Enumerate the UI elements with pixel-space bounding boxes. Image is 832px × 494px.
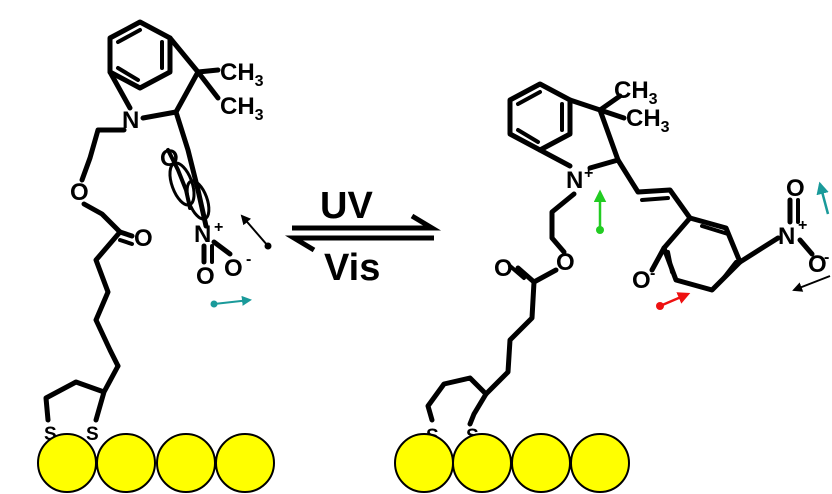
- merocyanine-dipoles: [593, 181, 831, 310]
- svg-text:+: +: [584, 165, 593, 182]
- merocyanine-phenolate-ring: [661, 215, 743, 293]
- svg-text:-: -: [650, 265, 655, 282]
- gold-atom: [215, 433, 275, 493]
- svg-text:+: +: [798, 217, 807, 234]
- merocyanine-benzene-ring: [507, 81, 573, 153]
- merocyanine-nitro-o1: O: [786, 175, 805, 202]
- merocyanine-phenolate-oxygen: O: [632, 267, 651, 294]
- dipole-arrow-black: [240, 214, 269, 247]
- equilibrium-arrows: UV Vis: [284, 185, 442, 289]
- reverse-arrow: [284, 235, 434, 253]
- gold-atom: [96, 433, 156, 493]
- gold-atom: [452, 433, 512, 493]
- forward-arrow: [292, 213, 442, 231]
- merocyanine-carbonyl-oxygen: O: [494, 255, 513, 282]
- gold-surface-left: [37, 433, 275, 493]
- dipole-arrow-teal-right: [816, 181, 830, 215]
- svg-text:+: +: [214, 219, 223, 236]
- merocyanine-molecule: CH3 CH3 N + N + O O - O - O O: [425, 77, 829, 447]
- spiropyran-molecule: CH3 CH3 N O O S S O N + O O -: [43, 19, 264, 445]
- spiropyran-methyl-2: CH3: [220, 93, 264, 124]
- merocyanine-ester-oxygen: O: [556, 249, 575, 276]
- spiropyran-nitro-o1: O: [196, 263, 215, 290]
- spiropyran-nitrogen: N: [122, 107, 139, 134]
- gold-atom: [570, 433, 630, 493]
- spiropyran-nitro-o2: O: [224, 255, 243, 282]
- gold-atom: [511, 433, 571, 493]
- reverse-label-vis: Vis: [324, 247, 380, 289]
- dipole-arrow-red: [659, 292, 691, 308]
- merocyanine-nitro-o2: O: [808, 251, 827, 278]
- spiropyran-methyl-1: CH3: [220, 59, 264, 90]
- spiropyran-carbonyl-oxygen: O: [134, 225, 153, 252]
- spiropyran-benzene-ring: [107, 19, 173, 91]
- gold-atom: [156, 433, 216, 493]
- spiropyran-nitro-n: N: [194, 221, 211, 248]
- merocyanine-nitro-n: N: [778, 223, 795, 250]
- merocyanine-methyl-1: CH3: [614, 77, 658, 108]
- dipole-arrow-teal-left: [213, 295, 252, 306]
- svg-text:-: -: [824, 249, 829, 266]
- gold-atom: [394, 433, 454, 493]
- gold-atom: [37, 433, 97, 493]
- spiropyran-dipoles: [210, 214, 272, 308]
- forward-label-uv: UV: [320, 185, 373, 227]
- gold-surface-right: [394, 433, 630, 493]
- merocyanine-nitrogen: N: [566, 167, 583, 194]
- dipole-arrow-black-right: [792, 275, 831, 292]
- svg-text:-: -: [246, 251, 251, 268]
- merocyanine-dithiolane: [425, 375, 489, 427]
- spiropyran-pyrroline-ring: [107, 35, 201, 115]
- spiropyran-dithiolane: [43, 363, 121, 423]
- spiropyran-ester-oxygen: O: [70, 179, 89, 206]
- merocyanine-methyl-2: CH3: [626, 105, 670, 136]
- spiropyran-sulfur-2: S: [86, 424, 99, 445]
